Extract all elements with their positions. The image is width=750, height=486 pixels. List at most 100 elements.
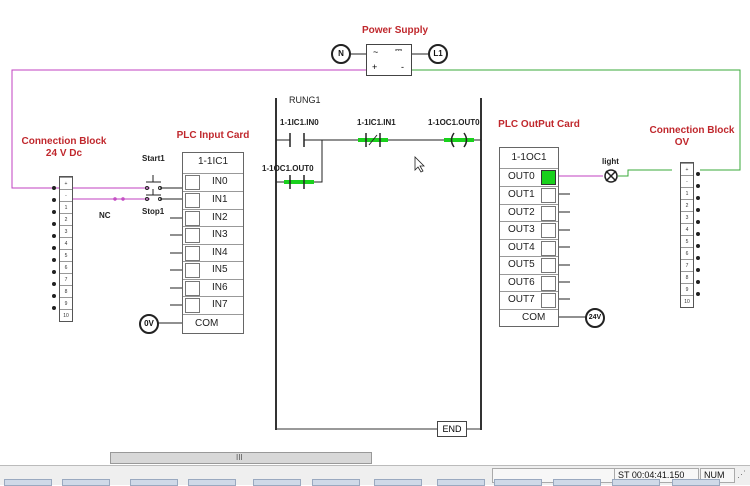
end-instruction[interactable]: END bbox=[437, 421, 467, 437]
input-row[interactable]: IN1 bbox=[183, 191, 243, 209]
input-row[interactable]: IN4 bbox=[183, 244, 243, 262]
zero-volt-terminal[interactable]: 0V bbox=[139, 314, 159, 334]
output-row[interactable]: OUT3 bbox=[500, 221, 558, 239]
cb-right-terminal[interactable] bbox=[696, 256, 700, 260]
cb-left-cell: 9 bbox=[60, 297, 72, 310]
cb-left-cell: 6 bbox=[60, 261, 72, 274]
horizontal-scrollbar[interactable]: III bbox=[110, 452, 372, 464]
taskbar-item[interactable] bbox=[437, 479, 485, 486]
power-supply-box[interactable]: ~ ⎓ + - bbox=[366, 44, 412, 76]
light-bulb-symbol[interactable] bbox=[604, 169, 618, 183]
cb-right-cell: 5 bbox=[681, 235, 693, 248]
input-label: IN0 bbox=[212, 176, 228, 187]
cb-left-terminal[interactable] bbox=[52, 246, 56, 250]
cb-right-cell: 1 bbox=[681, 187, 693, 200]
output-row[interactable]: OUT5 bbox=[500, 256, 558, 274]
input-indicator bbox=[185, 175, 200, 190]
light-label: light bbox=[602, 157, 619, 166]
neutral-terminal[interactable]: N bbox=[331, 44, 351, 64]
cb-right-terminal[interactable] bbox=[696, 232, 700, 236]
taskbar-item[interactable] bbox=[374, 479, 422, 486]
input-label: IN1 bbox=[212, 194, 228, 205]
taskbar-item[interactable] bbox=[62, 479, 110, 486]
input-indicator bbox=[185, 281, 200, 296]
connection-block-right[interactable]: + - 1 2 3 4 5 6 7 8 9 10 bbox=[680, 162, 694, 308]
input-com-label: COM bbox=[195, 318, 219, 329]
cb-left-terminal[interactable] bbox=[52, 258, 56, 262]
coil-out0[interactable] bbox=[444, 132, 474, 148]
taskbar-item[interactable] bbox=[188, 479, 236, 486]
taskbar-item[interactable] bbox=[253, 479, 301, 486]
cb-right-terminal[interactable] bbox=[696, 196, 700, 200]
input-label: IN3 bbox=[212, 229, 228, 240]
output-com-row[interactable]: COM bbox=[500, 309, 558, 326]
resize-grip-icon[interactable]: ⋰ bbox=[737, 469, 746, 479]
start-switch-symbol[interactable] bbox=[145, 175, 162, 190]
taskbar-item[interactable] bbox=[672, 479, 720, 486]
input-row[interactable]: IN7 bbox=[183, 296, 243, 314]
contact-in0[interactable] bbox=[289, 133, 305, 147]
taskbar-item[interactable] bbox=[312, 479, 360, 486]
connection-block-left-title-1: Connection Block bbox=[21, 136, 107, 147]
twenty-four-volt-terminal[interactable]: 24V bbox=[585, 308, 605, 328]
input-row[interactable]: IN2 bbox=[183, 209, 243, 227]
input-label: IN4 bbox=[212, 247, 228, 258]
taskbar-item[interactable] bbox=[553, 479, 601, 486]
cb-right-cell: 2 bbox=[681, 199, 693, 212]
plc-output-card[interactable]: 1-1OC1 OUT0 OUT1 OUT2 OUT3 OUT4 OUT5 OUT… bbox=[499, 147, 559, 327]
cb-right-terminal[interactable] bbox=[696, 208, 700, 212]
taskbar-item[interactable] bbox=[130, 479, 178, 486]
cb-left-terminal[interactable] bbox=[52, 186, 56, 190]
cb-right-cell: 3 bbox=[681, 211, 693, 224]
output-indicator bbox=[541, 258, 556, 273]
cb-left-terminal[interactable] bbox=[52, 198, 56, 202]
coil-out0-label: 1-1OC1.OUT0 bbox=[428, 118, 480, 127]
input-card-header: 1-1IC1 bbox=[197, 156, 228, 167]
cb-right-terminal[interactable] bbox=[696, 172, 700, 176]
output-row[interactable]: OUT2 bbox=[500, 204, 558, 222]
output-row[interactable]: OUT0 bbox=[500, 168, 558, 186]
contact-in1-label: 1-1IC1.IN1 bbox=[357, 118, 396, 127]
taskbar-item[interactable] bbox=[612, 479, 660, 486]
input-row[interactable]: IN5 bbox=[183, 261, 243, 279]
output-row[interactable]: OUT6 bbox=[500, 274, 558, 292]
connection-block-left[interactable]: + - 1 2 3 4 5 6 7 8 9 10 bbox=[59, 176, 73, 322]
cb-left-terminal[interactable] bbox=[52, 306, 56, 310]
output-row[interactable]: OUT4 bbox=[500, 239, 558, 257]
cb-left-terminal[interactable] bbox=[52, 222, 56, 226]
cb-right-terminal[interactable] bbox=[696, 280, 700, 284]
output-row[interactable]: OUT1 bbox=[500, 186, 558, 204]
contact-in1[interactable] bbox=[358, 133, 388, 147]
cb-right-terminal[interactable] bbox=[696, 220, 700, 224]
input-label: IN2 bbox=[212, 212, 228, 223]
cb-right-terminal[interactable] bbox=[696, 292, 700, 296]
ac-wave-icon: ~ bbox=[373, 47, 379, 57]
input-com-row[interactable]: COM bbox=[183, 314, 243, 333]
output-row[interactable]: OUT7 bbox=[500, 291, 558, 309]
output-label: OUT1 bbox=[508, 189, 535, 200]
cb-left-terminal[interactable] bbox=[52, 234, 56, 238]
cb-right-terminal[interactable] bbox=[696, 268, 700, 272]
cb-left-terminal[interactable] bbox=[52, 282, 56, 286]
cb-right-terminal[interactable] bbox=[696, 184, 700, 188]
start-switch-label: Start1 bbox=[142, 154, 165, 163]
input-row[interactable]: IN6 bbox=[183, 279, 243, 297]
taskbar-item[interactable] bbox=[4, 479, 52, 486]
stop-switch-symbol[interactable] bbox=[145, 189, 162, 201]
cb-left-terminal[interactable] bbox=[52, 294, 56, 298]
contact-out0-branch[interactable] bbox=[284, 175, 314, 189]
cb-right-cell: 8 bbox=[681, 271, 693, 284]
plc-input-card[interactable]: 1-1IC1 IN0 IN1 IN2 IN3 IN4 IN5 IN6 IN7 C… bbox=[182, 152, 244, 334]
output-label: OUT2 bbox=[508, 207, 535, 218]
input-row[interactable]: IN3 bbox=[183, 226, 243, 244]
rung-label: RUNG1 bbox=[289, 95, 321, 105]
l1-terminal[interactable]: L1 bbox=[428, 44, 448, 64]
taskbar-item[interactable] bbox=[494, 479, 542, 486]
cb-left-terminal[interactable] bbox=[52, 210, 56, 214]
cb-left-terminal[interactable] bbox=[52, 270, 56, 274]
input-row[interactable]: IN0 bbox=[183, 173, 243, 191]
output-indicator bbox=[541, 293, 556, 308]
cb-right-terminal[interactable] bbox=[696, 244, 700, 248]
input-label: IN5 bbox=[212, 264, 228, 275]
